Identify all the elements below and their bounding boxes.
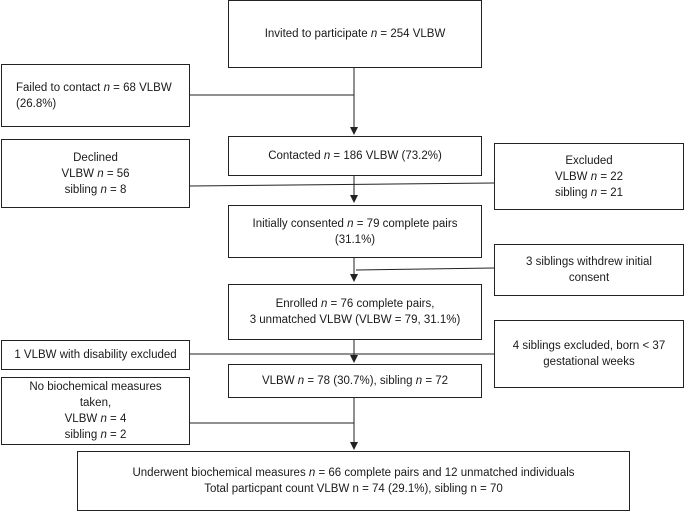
declined-sibling-label: sibling xyxy=(64,183,101,196)
consented-label: Initially consented xyxy=(252,217,348,230)
born-line1: 4 siblings excluded, born < 37 xyxy=(512,340,666,352)
disability-text: 1 VLBW with disability excluded xyxy=(14,349,177,361)
line-withdrew xyxy=(355,267,495,271)
n-symbol: n xyxy=(100,413,107,425)
nobio-line1: No biochemical measures xyxy=(29,381,162,393)
enrolled-count: = 76 complete pairs, xyxy=(327,298,435,310)
line-declined-excluded xyxy=(189,182,495,187)
nobio-sibling-label: sibling xyxy=(64,429,101,441)
nobio-line2: taken, xyxy=(79,397,112,409)
n-symbol: n xyxy=(370,28,378,40)
disability-box: 1 VLBW with disability excluded xyxy=(1,340,190,370)
failed-count: = 68 VLBW xyxy=(109,81,172,94)
underwent-box: Underwent biochemical measures n = 66 co… xyxy=(77,451,630,511)
failed-label: Failed to contact xyxy=(16,81,104,94)
enrolled-unmatched: 3 unmatched VLBW (VLBW = 79, 31.1%) xyxy=(249,314,461,326)
n-symbol: n xyxy=(308,467,316,479)
n-symbol: n xyxy=(323,150,331,162)
vlbw78-sibling-count: = 72 xyxy=(422,375,449,387)
n-symbol: n xyxy=(97,167,104,180)
failed-percent: (26.8%) xyxy=(16,97,57,110)
nobio-box: No biochemical measures taken, VLBW n = … xyxy=(1,377,190,445)
declined-vlbw-count: = 56 xyxy=(103,167,130,180)
n-symbol: n xyxy=(415,375,423,387)
invited-label: Invited to participate xyxy=(264,28,371,40)
consented-percent: (31.1%) xyxy=(334,233,376,246)
declined-vlbw-label: VLBW xyxy=(61,167,98,180)
n-symbol: n xyxy=(590,170,598,183)
withdrew-box: 3 siblings withdrew initial consent xyxy=(494,244,684,296)
vlbw78-count: = 78 (30.7%), sibling xyxy=(304,375,416,387)
nobio-vlbw-count: = 4 xyxy=(106,413,127,425)
excluded-vlbw-count: = 22 xyxy=(597,170,624,183)
enrolled-label: Enrolled xyxy=(275,298,321,310)
nobio-sibling-count: = 2 xyxy=(106,429,127,441)
nobio-vlbw-label: VLBW xyxy=(64,413,101,425)
n-symbol: n xyxy=(320,298,328,310)
declined-sibling-count: = 8 xyxy=(106,183,127,196)
enrolled-box: Enrolled n = 76 complete pairs, 3 unmatc… xyxy=(228,284,482,340)
contacted-count: = 186 VLBW (73.2%) xyxy=(330,150,442,162)
withdrew-line1: 3 siblings withdrew initial xyxy=(526,256,652,268)
vlbw78-box: VLBW n = 78 (30.7%), sibling n = 72 xyxy=(228,364,482,398)
excluded-title: Excluded xyxy=(565,154,613,167)
n-symbol: n xyxy=(100,183,107,196)
withdrew-line2: consent xyxy=(568,272,610,284)
declined-title: Declined xyxy=(73,151,118,164)
n-symbol: n xyxy=(297,375,305,387)
contacted-box: Contacted n = 186 VLBW (73.2%) xyxy=(228,136,482,176)
vlbw78-label: VLBW xyxy=(261,375,298,387)
declined-box: Declined VLBW n = 56 sibling n = 8 xyxy=(1,139,190,208)
invited-count: = 254 VLBW xyxy=(377,28,446,40)
underwent-total: Total particpant count VLBW n = 74 (29.1… xyxy=(204,483,503,495)
invited-box: Invited to participate n = 254 VLBW xyxy=(228,0,482,68)
underwent-count: = 66 complete pairs and 12 unmatched ind… xyxy=(315,467,575,479)
excluded-sibling-label: sibling xyxy=(554,186,591,199)
n-symbol: n xyxy=(100,429,107,441)
n-symbol: n xyxy=(103,81,110,94)
n-symbol: n xyxy=(347,217,354,230)
born-line2: gestational weeks xyxy=(543,356,635,368)
consented-box: Initially consented n = 79 complete pair… xyxy=(228,205,482,258)
excluded-sibling-count: = 21 xyxy=(597,186,624,199)
underwent-label: Underwent biochemical measures xyxy=(132,467,309,479)
contacted-label: Contacted xyxy=(268,150,324,162)
born-box: 4 siblings excluded, born < 37 gestation… xyxy=(494,320,684,388)
excluded-box: Excluded VLBW n = 22 sibling n = 21 xyxy=(494,143,684,210)
n-symbol: n xyxy=(590,186,598,199)
consented-count: = 79 complete pairs xyxy=(353,217,458,230)
failed-box: Failed to contact n = 68 VLBW (26.8%) xyxy=(1,64,190,127)
excluded-vlbw-label: VLBW xyxy=(554,170,591,183)
